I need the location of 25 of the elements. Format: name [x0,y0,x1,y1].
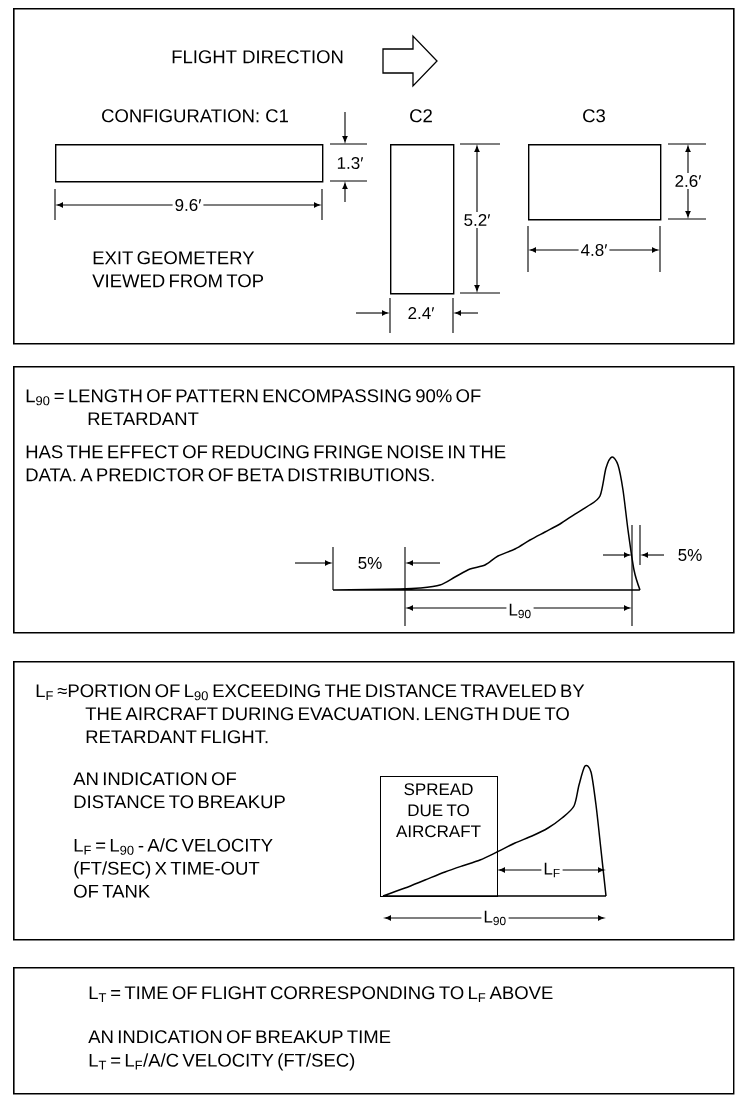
dimension-label: L$_{90}$ [506,601,534,621]
formula-text: L$_{F}$ = L$_{90}$ - A/C VELOCITY (FT/SEC) X TIME-OUT OF TANK [74,838,273,898]
dimension-label: L$_{90}$ [481,908,509,928]
dimension-label: L$_{F}$ [541,860,563,880]
dimension-label: 5% [355,555,385,571]
definition-text: L$_{T}$ = TIME OF FLIGHT CORRESPONDING TO L$_{F}$ ABOVE [89,986,553,1003]
note-text: HAS THE EFFECT OF REDUCING FRINGE NOISE IN THE DATA. A PREDICTOR OF BETA DISTRIBUTIONS. [26,445,506,482]
formula-text: L$_{T}$ = L$_{F}$/A/C VELOCITY (FT/SEC) [89,1053,355,1071]
caption-text: EXIT GEOMETERY VIEWED FROM TOP [92,251,264,288]
dimension-label: 5.2′ [461,212,493,229]
definition-text: L$_{90}$ = LENGTH OF PATTERN ENCOMPASSING 90% OF RETARDANT [26,389,481,426]
configuration-label: C2 [410,109,432,123]
direction-label: FLIGHT DIRECTION [172,50,343,64]
configuration-label: C3 [583,109,605,123]
definition-text: L$_{F}$ ≈PORTION OF L$_{90}$ EXCEEDING THE DISTANCE TRAVELED BY THE AIRCRAFT DURING EVACUATION. LENGTH DUE TO RETARDANT FLIGHT. [36,684,585,744]
note-text: AN INDICATION OF BREAKUP TIME [88,1030,391,1044]
box-label: SPREAD DUE TO AIRCRAFT [396,783,481,838]
dimension-label: 2.6′ [672,173,704,190]
dimension-label: 5% [675,547,705,563]
configuration-label: CONFIGURATION: C1 [102,109,288,123]
note-text: AN INDICATION OF DISTANCE TO BREAKUP [73,772,285,809]
dimension-label: 2.4′ [405,305,437,321]
dimension-label: 1.3′ [334,155,366,172]
dimension-label: 4.8′ [578,242,610,259]
dimension-label: 9.6′ [172,197,204,214]
